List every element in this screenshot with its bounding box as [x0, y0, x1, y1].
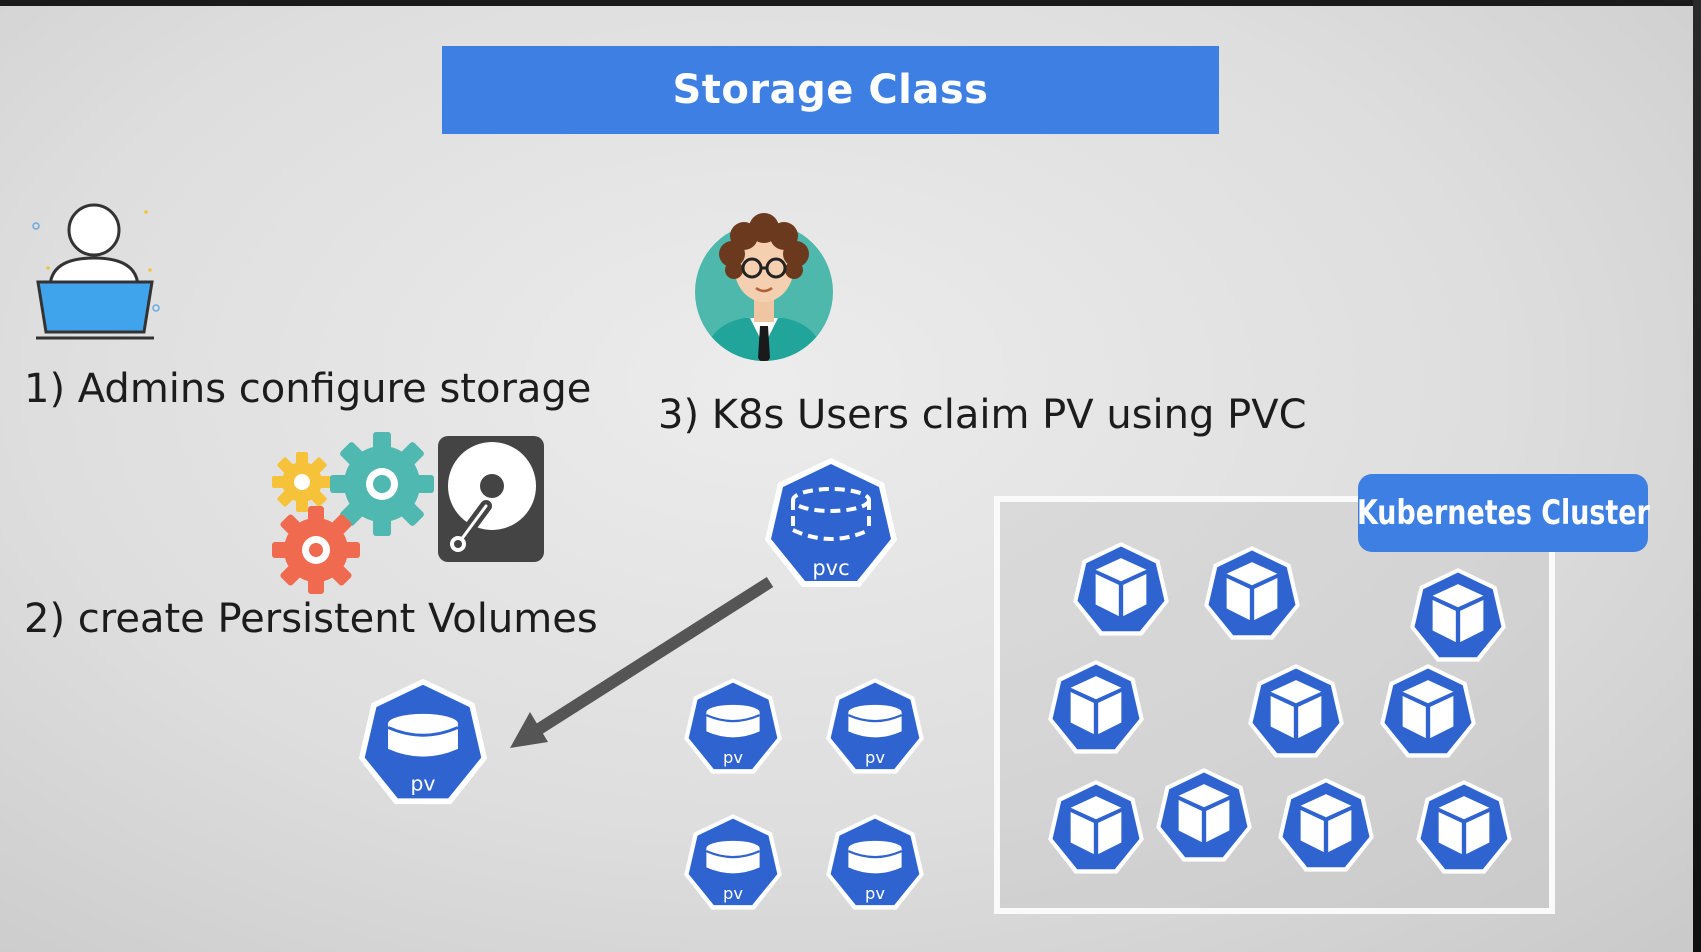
pvc-label: pvc	[812, 556, 849, 580]
step-users-text: 3) K8s Users claim PV using PVC	[658, 392, 1307, 438]
slide-title: Storage Class	[672, 67, 989, 113]
hard-disk-icon	[438, 436, 544, 562]
user-avatar-icon	[695, 213, 833, 361]
pv-icon: pv	[684, 678, 782, 774]
cluster-label-text: Kubernetes Cluster	[1356, 493, 1650, 533]
pv-label: pv	[865, 884, 885, 903]
gears-icon	[272, 432, 434, 594]
pv-label: pv	[723, 748, 743, 767]
pv-icon: pv	[684, 814, 782, 910]
pod-cube-icon	[1410, 568, 1506, 662]
pv-icon: pv	[826, 678, 924, 774]
pv-icon: pv	[826, 814, 924, 910]
pod-cube-icon	[1048, 780, 1144, 874]
pod-cube-icon	[1416, 780, 1512, 874]
pv-label: pv	[723, 884, 743, 903]
pod-cube-icon	[1204, 546, 1300, 640]
pvc-icon: pvc	[765, 458, 897, 587]
admin-laptop-icon	[32, 203, 160, 340]
pod-cube-icon	[1278, 778, 1374, 872]
pod-cube-icon	[1073, 542, 1169, 636]
step-create-text: 2) create Persistent Volumes	[24, 596, 598, 642]
pod-cube-icon	[1380, 664, 1476, 758]
pv-label: pv	[411, 772, 436, 796]
pv-icon: pv	[358, 678, 488, 805]
pod-cube-icon	[1048, 660, 1144, 754]
step-admins-text: 1) Admins configure storage	[24, 366, 592, 412]
arrow-icon	[510, 576, 774, 748]
top-bar	[0, 0, 1701, 6]
kubernetes-cluster-label: Kubernetes Cluster	[1356, 474, 1650, 552]
pod-cube-icon	[1156, 768, 1252, 862]
title-banner: Storage Class	[442, 46, 1219, 134]
pod-cube-icon	[1248, 664, 1344, 758]
right-edge	[1693, 0, 1701, 952]
pv-label: pv	[865, 748, 885, 767]
